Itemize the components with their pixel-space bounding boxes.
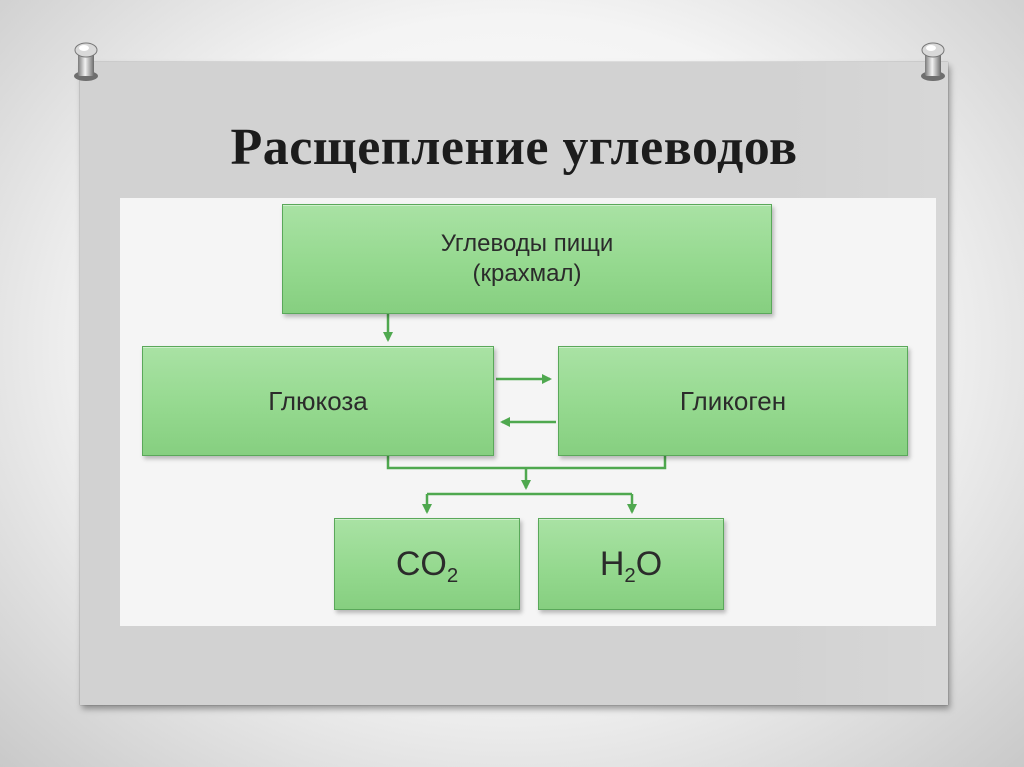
pushpin-icon: [74, 42, 98, 81]
co2-box: CO2: [334, 518, 520, 610]
glucose-label: Глюкоза: [268, 386, 368, 416]
h2o-label: H2O: [600, 547, 662, 586]
h2o-base-o: O: [635, 545, 663, 583]
glucose-box: Глюкоза: [142, 346, 494, 456]
diagram-arrows: [383, 314, 667, 514]
glycogen-label: Гликоген: [679, 386, 787, 416]
h2o-subscript: 2: [624, 565, 636, 588]
carbohydrate-breakdown-diagram: Углеводы пищи (крахмал) Глюкоза Гликоген…: [120, 198, 936, 626]
co2-base: CO: [395, 545, 447, 583]
h2o-box: H2O: [538, 518, 724, 610]
starch-label: (крахмал): [472, 260, 582, 287]
glycogen-box: Гликоген: [558, 346, 908, 456]
slide-title: Расщепление углеводов: [230, 119, 798, 176]
co2-label: CO2: [396, 547, 458, 586]
food-label: Углеводы пищи: [440, 230, 614, 257]
food-carbohydrates-box: Углеводы пищи (крахмал): [282, 204, 772, 314]
co2-subscript: 2: [446, 565, 459, 588]
merge-line: [386, 456, 667, 470]
h2o-base-h: H: [599, 545, 625, 583]
pushpin-icon: [921, 42, 945, 81]
